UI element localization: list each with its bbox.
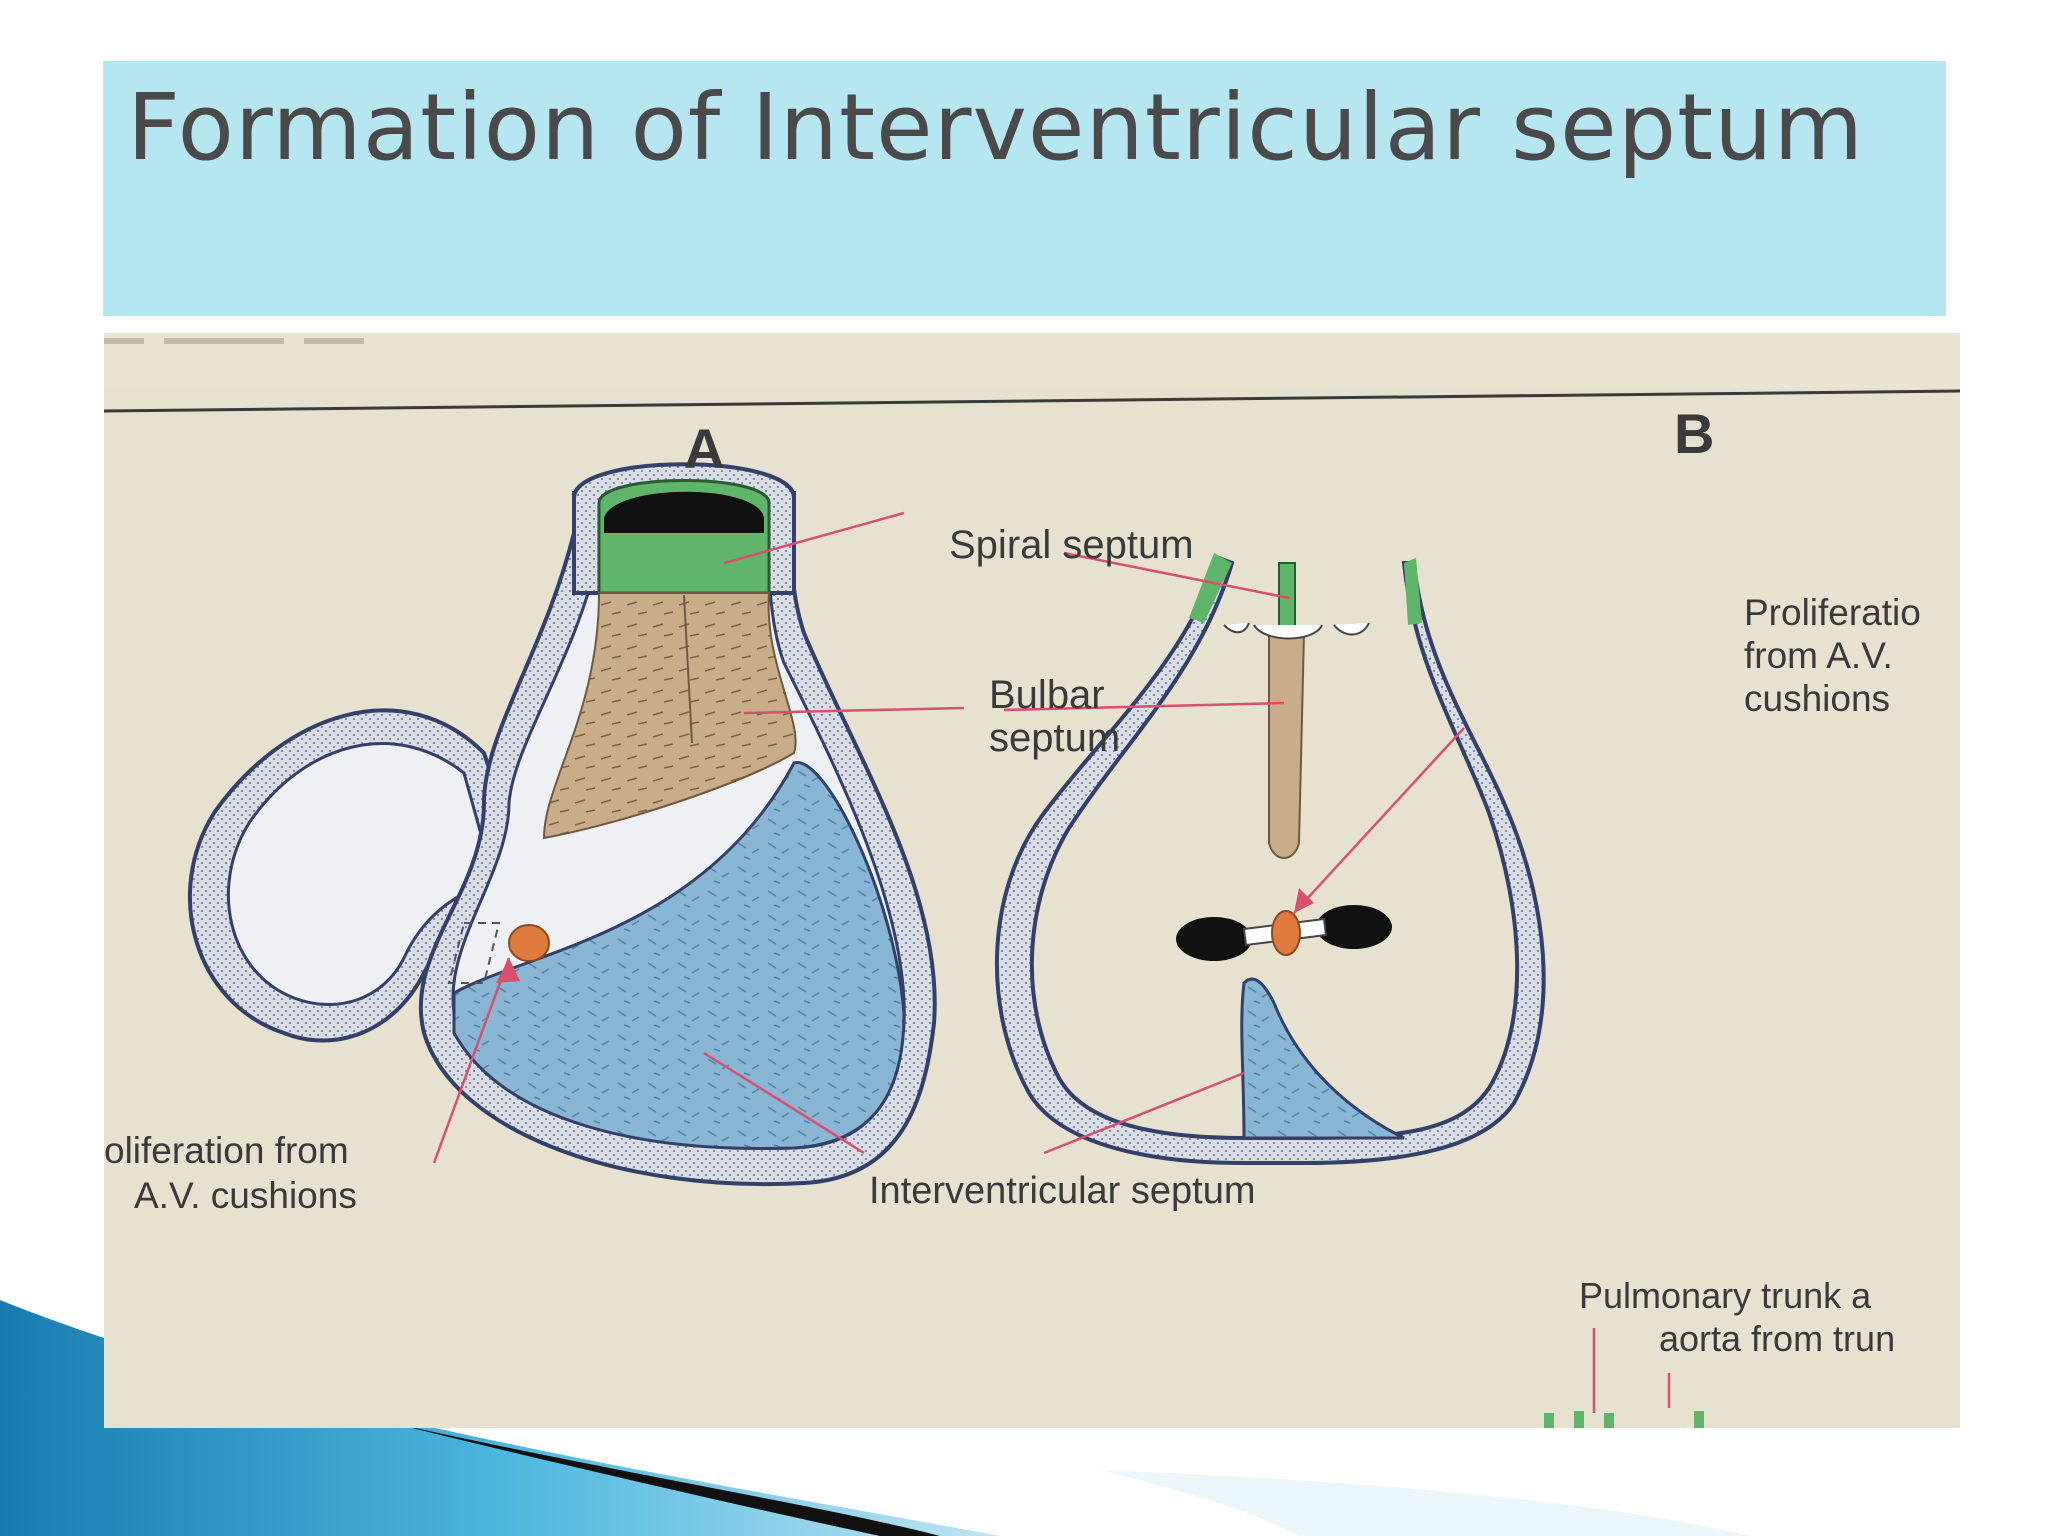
label-pulmonary-line2: aorta from trun xyxy=(1659,1318,1895,1359)
slide-title: Formation of Interventricular septum xyxy=(127,67,1907,189)
heart-septum-diagram: A B Spiral septum Bulbar septum Prolifer… xyxy=(104,333,1960,1428)
label-prolif-a-line2: A.V. cushions xyxy=(134,1175,357,1216)
title-banner: Formation of Interventricular septum xyxy=(103,61,1946,316)
panel-b-letter: B xyxy=(1674,402,1714,465)
truncus-stub xyxy=(1544,1411,1704,1428)
panel-a-heart xyxy=(190,464,935,1184)
label-prolif-a-line1: oliferation from xyxy=(104,1130,349,1171)
label-bulbar-line1: Bulbar xyxy=(989,673,1105,717)
label-prolif-b-line2: from A.V. xyxy=(1744,635,1893,676)
label-spiral-septum: Spiral septum xyxy=(949,523,1194,567)
av-cushion-a xyxy=(509,925,549,961)
av-cushion-b xyxy=(1272,911,1300,955)
panel-a-letter: A xyxy=(684,417,724,480)
label-bulbar-line2: septum xyxy=(989,716,1120,760)
pulmonary-leaders xyxy=(1594,1328,1669,1413)
textbook-figure-photo: A B Spiral septum Bulbar septum Prolifer… xyxy=(104,333,1960,1428)
label-prolif-b-line3: cushions xyxy=(1744,678,1890,719)
label-prolif-b-line1: Proliferatio xyxy=(1744,592,1921,633)
label-pulmonary-line1: Pulmonary trunk a xyxy=(1579,1275,1872,1316)
label-interventricular-septum: Interventricular septum xyxy=(869,1170,1256,1212)
